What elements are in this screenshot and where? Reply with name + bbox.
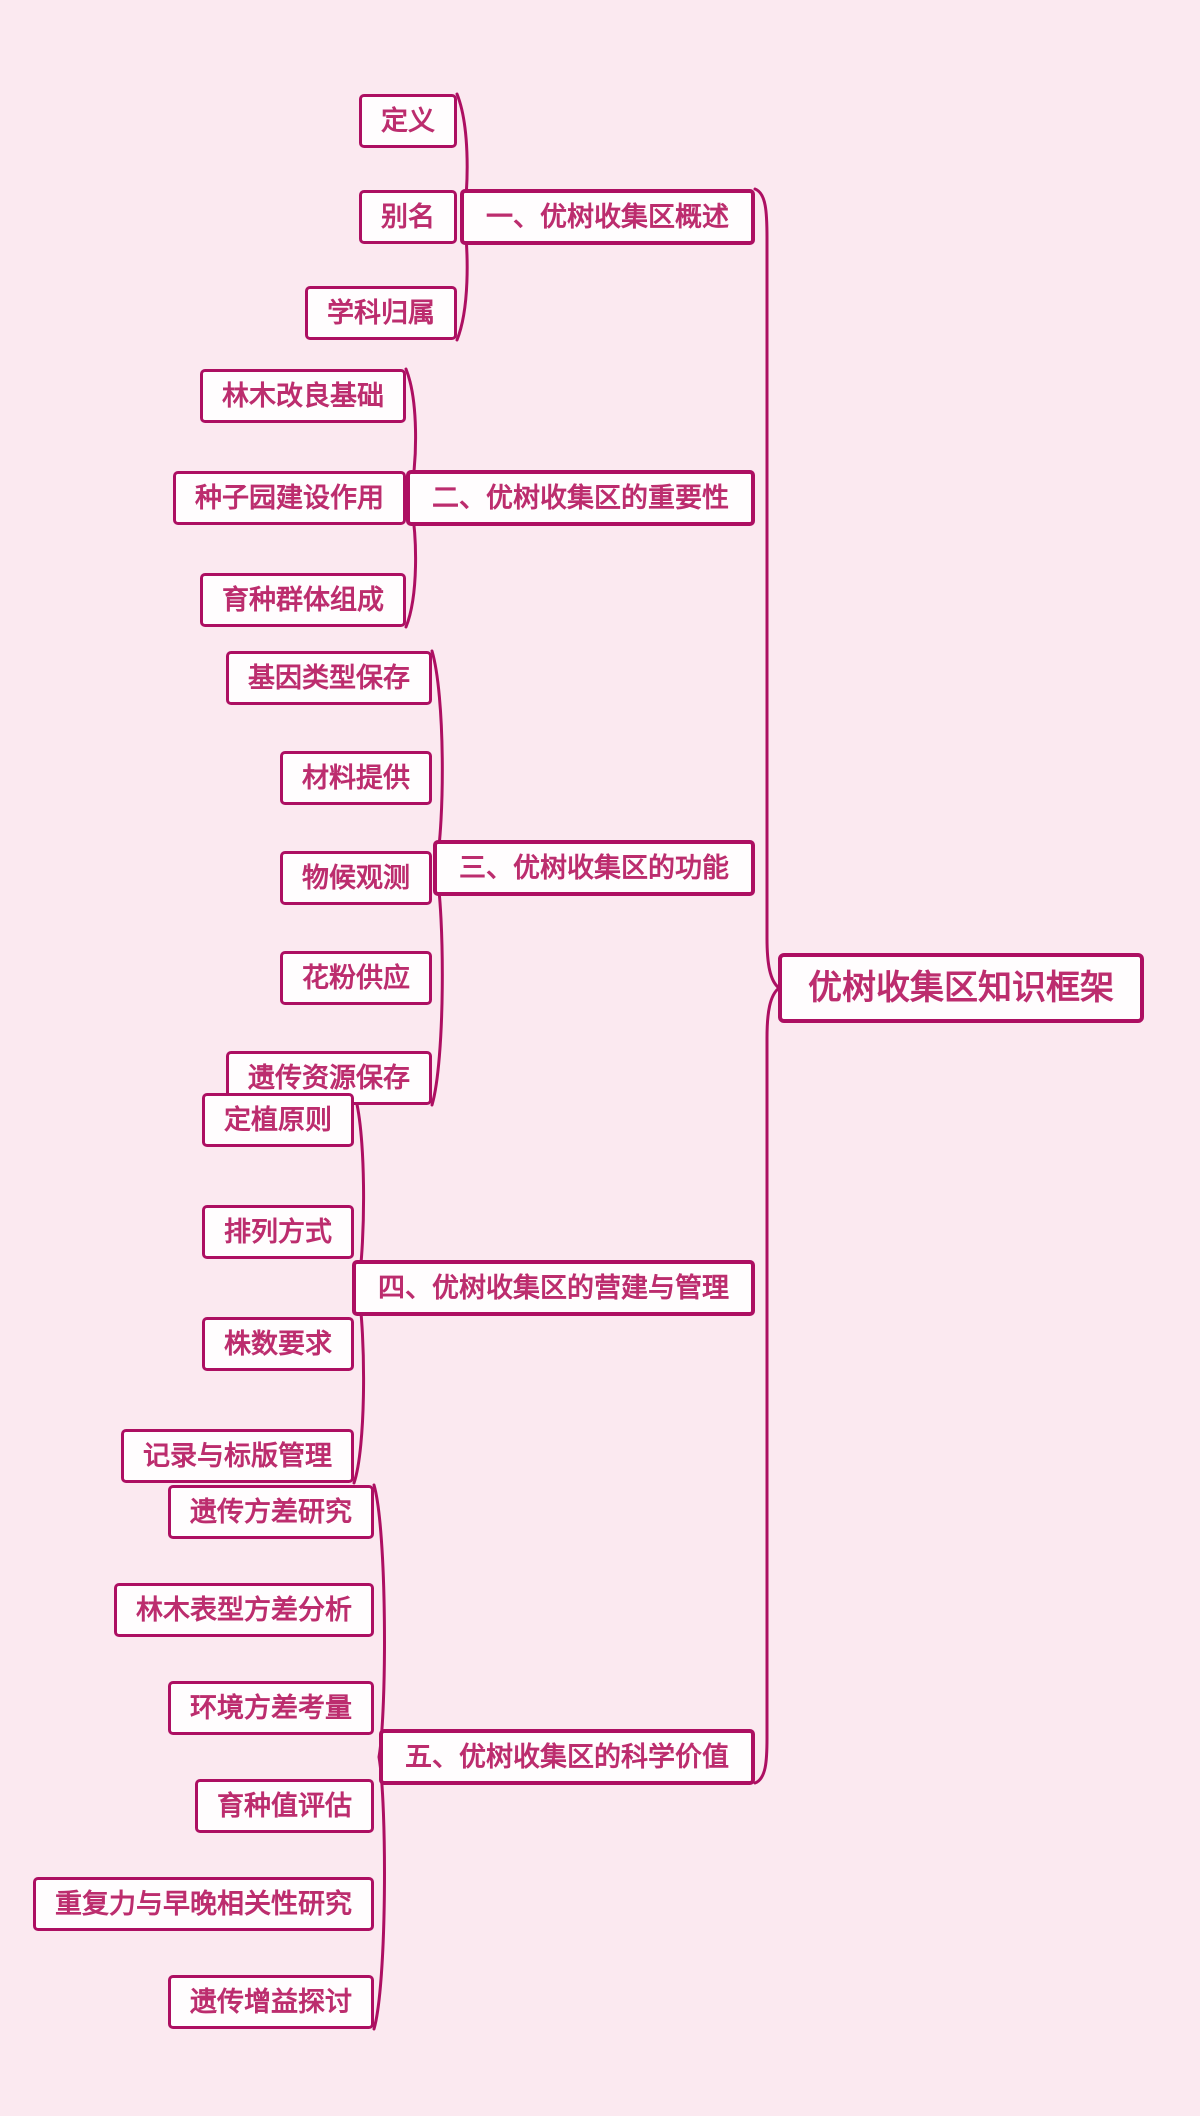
child-node-definition[interactable]: 定义	[359, 94, 457, 148]
child-node-plant-count[interactable]: 株数要求	[202, 1317, 354, 1371]
child-node-seed-orchard[interactable]: 种子园建设作用	[173, 471, 406, 525]
child-node-genetic-variance[interactable]: 遗传方差研究	[168, 1485, 374, 1539]
child-node-alias[interactable]: 别名	[359, 190, 457, 244]
trunk-brace-line	[753, 187, 782, 1785]
child-node-planting-principle[interactable]: 定植原则	[202, 1093, 354, 1147]
child-node-record-management[interactable]: 记录与标版管理	[121, 1429, 354, 1483]
child-node-gene-type-preservation[interactable]: 基因类型保存	[226, 651, 432, 705]
branch-label-5[interactable]: 五、优树收集区的科学价值	[379, 1729, 755, 1785]
child-node-breeding-group[interactable]: 育种群体组成	[200, 573, 406, 627]
root-node[interactable]: 优树收集区知识框架	[778, 953, 1144, 1023]
child-node-pollen-supply[interactable]: 花粉供应	[280, 951, 432, 1005]
child-node-repeatability-study[interactable]: 重复力与早晚相关性研究	[33, 1877, 374, 1931]
child-node-phenotype-variance[interactable]: 林木表型方差分析	[114, 1583, 374, 1637]
child-node-environment-variance[interactable]: 环境方差考量	[168, 1681, 374, 1735]
branch-label-2[interactable]: 二、优树收集区的重要性	[406, 470, 755, 526]
child-node-arrangement[interactable]: 排列方式	[202, 1205, 354, 1259]
child-node-improvement-basis[interactable]: 林木改良基础	[200, 369, 406, 423]
child-node-breeding-value[interactable]: 育种值评估	[195, 1779, 374, 1833]
branch-label-1[interactable]: 一、优树收集区概述	[460, 189, 755, 245]
child-node-phenology-observation[interactable]: 物候观测	[280, 851, 432, 905]
branch-label-3[interactable]: 三、优树收集区的功能	[433, 840, 755, 896]
child-node-genetic-gain[interactable]: 遗传增益探讨	[168, 1975, 374, 2029]
child-node-material-supply[interactable]: 材料提供	[280, 751, 432, 805]
branch-label-4[interactable]: 四、优树收集区的营建与管理	[352, 1260, 755, 1316]
child-node-discipline[interactable]: 学科归属	[305, 286, 457, 340]
